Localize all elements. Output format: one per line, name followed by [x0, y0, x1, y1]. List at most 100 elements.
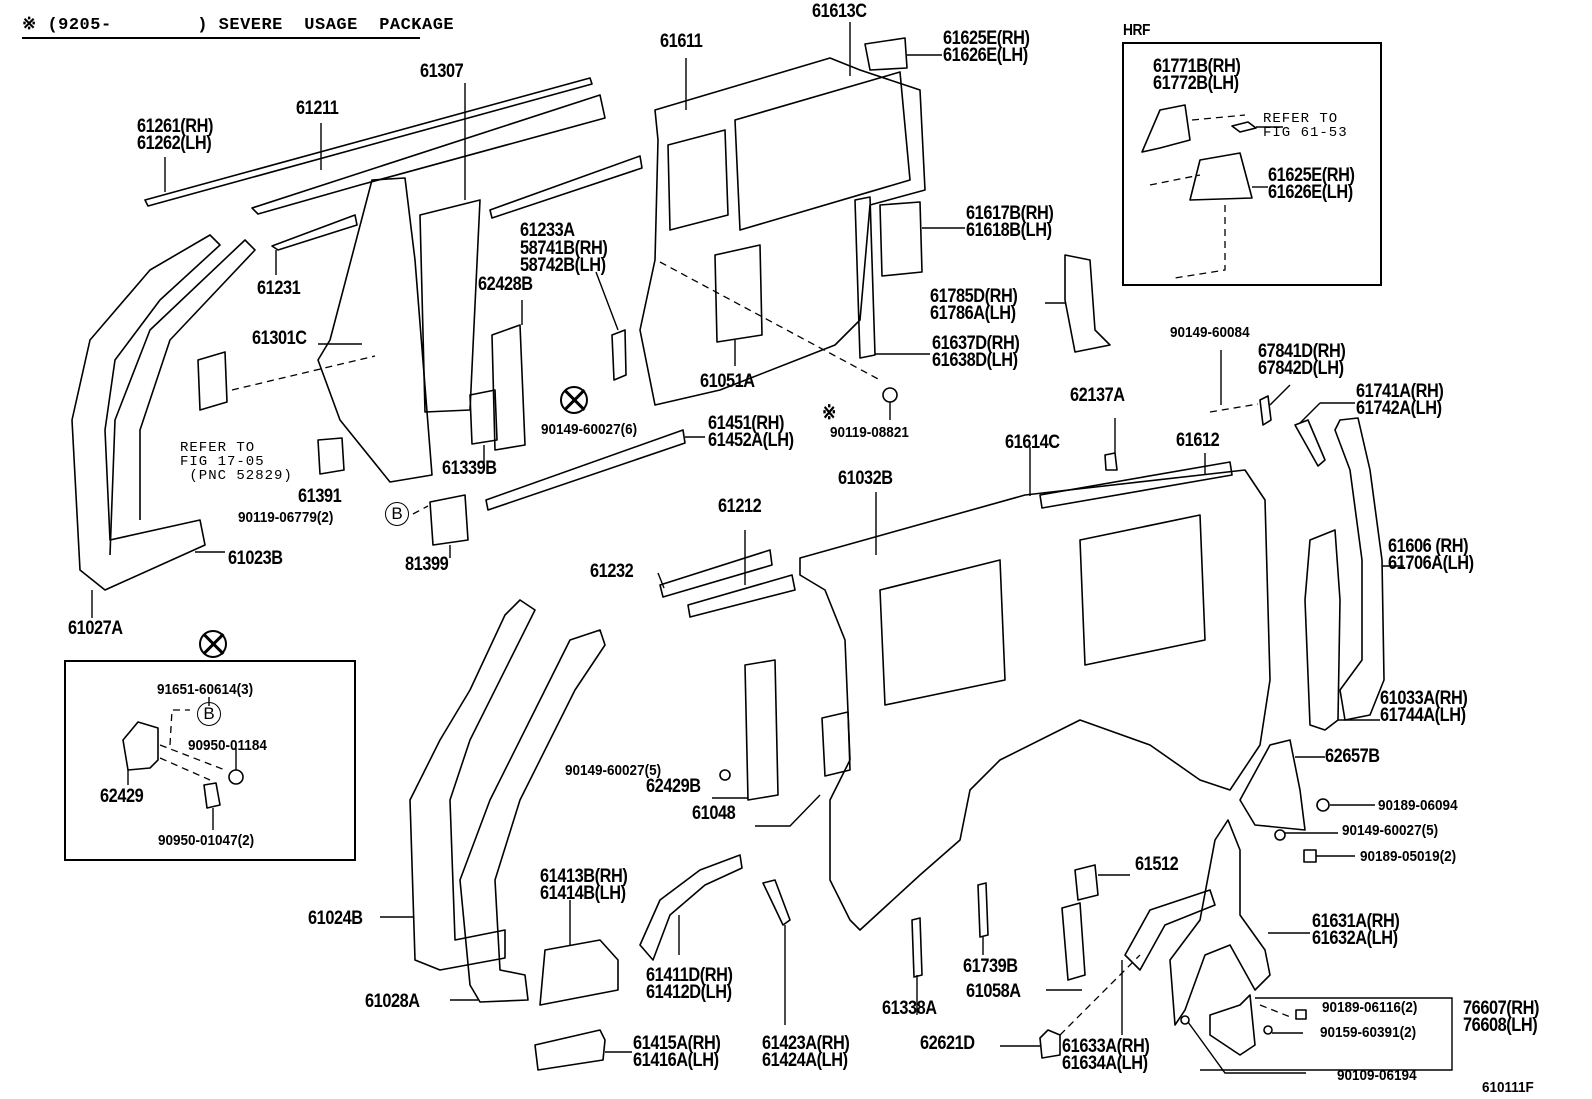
label-61211: 61211	[296, 98, 339, 119]
label-61307: 61307	[420, 61, 464, 82]
label-90149-60027-6: 90149-60027(6)	[541, 421, 638, 438]
part-61637D-strip	[854, 196, 930, 359]
label-61023B: 61023B	[228, 548, 283, 569]
label-61625E-inset: 61625E(RH) 61626E(LH)	[1268, 165, 1355, 203]
part-61027A-front-pillar	[71, 234, 256, 618]
circle-b-marker: B	[385, 502, 409, 526]
x-circle-icon	[199, 630, 227, 658]
label-91651-60614: 91651-60614(3)	[157, 681, 254, 698]
part-61741A-gusset	[1294, 402, 1355, 467]
label-61631A: 61631A(RH) 61632A(LH)	[1312, 911, 1400, 949]
label-61261: 61261(RH) 61262(LH)	[137, 116, 214, 154]
part-62137A-clip	[1104, 418, 1118, 471]
label-76607: 76607(RH) 76608(LH)	[1463, 998, 1540, 1036]
part-61625E-bracket	[864, 37, 942, 71]
part-61739B-strip	[977, 882, 989, 955]
label-61028A: 61028A	[365, 991, 420, 1012]
part-61423A-gusset	[762, 879, 791, 1025]
label-90189-06094: 90189-06094	[1378, 797, 1458, 814]
part-62428B-panel	[469, 300, 526, 465]
label-90159-60391: 90159-60391(2)	[1320, 1024, 1417, 1041]
label-62657B: 62657B	[1325, 746, 1380, 767]
label-67841D: 67841D(RH) 67842D(LH)	[1258, 341, 1346, 379]
label-61633A: 61633A(RH) 61634A(LH)	[1062, 1036, 1150, 1074]
circle-b-marker-inset: B	[197, 702, 221, 726]
label-61212: 61212	[718, 496, 762, 517]
label-61614C: 61614C	[1005, 432, 1060, 453]
label-61606: 61606 (RH) 61706A(LH)	[1388, 536, 1474, 574]
label-61451: 61451(RH) 61452A(LH)	[708, 413, 794, 451]
part-61415A-sill	[534, 1029, 632, 1071]
label-61617B: 61617B(RH) 61618B(LH)	[966, 203, 1054, 241]
inset-box-severe-usage	[64, 660, 356, 861]
part-61512-bracket	[1074, 864, 1130, 901]
part-61338A-strip	[911, 917, 923, 1015]
part-61633A-wheelhouse-outer	[1121, 889, 1216, 1035]
label-61033A: 61033A(RH) 61744A(LH)	[1380, 688, 1468, 726]
label-61232: 61232	[590, 561, 634, 582]
label-61625E-top: 61625E(RH) 61626E(LH)	[943, 28, 1030, 66]
label-61301C: 61301C	[252, 328, 307, 349]
part-61212-rail	[657, 530, 796, 618]
label-61051A: 61051A	[700, 371, 755, 392]
label-90119-06779: 90119-06779(2)	[238, 509, 334, 526]
label-61058A: 61058A	[966, 981, 1021, 1002]
part-61233A-rail	[489, 155, 643, 219]
label-61423A: 61423A(RH) 61424A(LH)	[762, 1033, 850, 1071]
label-90950-01047: 90950-01047(2)	[158, 832, 255, 849]
part-61785D-bracket	[1045, 254, 1111, 353]
label-81399: 81399	[405, 554, 449, 575]
part-61617B-panel	[879, 201, 965, 277]
label-62428B: 62428B	[478, 274, 533, 295]
part-76607-mudguard	[1180, 994, 1453, 1074]
x-circle-icon	[560, 386, 588, 414]
part-61024B-lower-pillar	[380, 599, 536, 971]
part-61211-roof-rail-inner	[251, 94, 606, 215]
label-61411D: 61411D(RH) 61412D(LH)	[646, 965, 733, 1003]
part-81399-bracket	[412, 494, 469, 558]
part-61611-side-panel-upper	[595, 22, 926, 406]
part-61631A-wheelhouse-inner	[1169, 819, 1310, 1026]
part-62621D-block	[1000, 954, 1141, 1059]
label-61048: 61048	[692, 803, 736, 824]
figure-code: 610111F	[1482, 1079, 1534, 1096]
note-refer-fig-61-53: REFER TO FIG 61-53	[1263, 111, 1348, 141]
part-61033A-rear-pillar-inner	[1304, 529, 1380, 731]
label-61771B: 61771B(RH) 61772B(LH)	[1153, 56, 1241, 94]
label-58741B: 58741B(RH) 58742B(LH)	[520, 238, 608, 276]
part-62657B-bracket	[1239, 739, 1375, 863]
part-61231-bracket	[271, 214, 358, 275]
label-90119-08821: 90119-08821	[830, 424, 909, 441]
part-61058A-bracket	[1046, 902, 1086, 991]
label-61024B: 61024B	[308, 908, 363, 929]
label-61339B: 61339B	[442, 458, 497, 479]
label-61233A: 61233A	[520, 220, 575, 241]
note-refer-fig-17-05: REFER TO FIG 17-05 (PNC 52829)	[180, 440, 293, 484]
label-90189-06116: 90189-06116(2)	[1322, 999, 1418, 1016]
label-61231: 61231	[257, 278, 301, 299]
part-61028A-lower-pillar-inner	[450, 629, 606, 1003]
label-90149-60027-5a: 90149-60027(5)	[565, 762, 662, 779]
label-61785D: 61785D(RH) 61786A(LH)	[930, 286, 1018, 324]
part-61451-rocker-panel	[485, 429, 705, 511]
inset-hrf-title: HRF	[1123, 22, 1150, 39]
label-90149-60027-5b: 90149-60027(5)	[1342, 822, 1439, 839]
label-61739B: 61739B	[963, 956, 1018, 977]
part-61261-roof-rail	[144, 77, 593, 207]
label-61415A: 61415A(RH) 61416A(LH)	[633, 1033, 721, 1071]
label-90149-60084: 90149-60084	[1170, 324, 1250, 341]
label-62621D: 62621D	[920, 1033, 975, 1054]
label-62137A: 62137A	[1070, 385, 1125, 406]
label-90189-05019: 90189-05019(2)	[1360, 848, 1457, 865]
label-61741A: 61741A(RH) 61742A(LH)	[1356, 381, 1444, 419]
asterisk-marker: ※	[822, 402, 836, 424]
part-62429B-panel	[712, 659, 779, 801]
label-61613C: 61613C	[812, 1, 867, 22]
part-61413B-pan	[539, 900, 619, 1006]
label-61027A: 61027A	[68, 618, 123, 639]
label-62429: 62429	[100, 786, 144, 807]
label-61637D: 61637D(RH) 61638D(LH)	[932, 333, 1020, 371]
